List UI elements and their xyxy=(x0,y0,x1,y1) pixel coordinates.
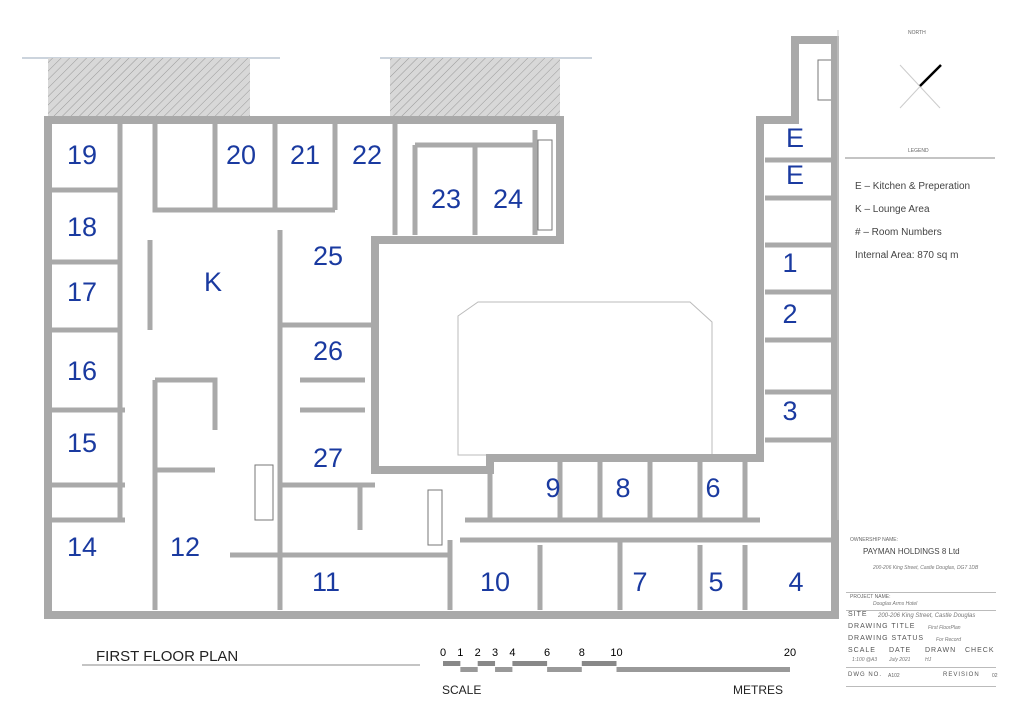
room-label-e: E xyxy=(786,160,804,190)
stair xyxy=(427,489,443,546)
room-label-21: 21 xyxy=(290,140,320,170)
room-label-e: E xyxy=(786,123,804,153)
revision-value: 02 xyxy=(992,673,998,679)
drawn-value: HJ xyxy=(925,657,932,663)
scale-tick-label: 4 xyxy=(509,647,515,659)
room-label-25: 25 xyxy=(313,241,343,271)
room-label-5: 5 xyxy=(708,567,723,597)
scale-segment xyxy=(616,667,790,672)
outer-walls xyxy=(44,36,839,619)
room-label-8: 8 xyxy=(615,473,630,503)
check-title: CHECK xyxy=(965,647,995,654)
room-label-15: 15 xyxy=(67,428,97,458)
room-label-19: 19 xyxy=(67,140,97,170)
scale-title: SCALE xyxy=(848,647,876,654)
hatched-area xyxy=(48,58,250,120)
scale-segment xyxy=(460,667,478,672)
room-label-2: 2 xyxy=(782,299,797,329)
legend-item: K – Lounge Area xyxy=(855,204,930,215)
room-label-1: 1 xyxy=(782,248,797,278)
scale-label: SCALE xyxy=(442,683,482,697)
site-label: SITE xyxy=(848,611,868,618)
date-title: DATE xyxy=(889,647,912,654)
legend-item: # – Room Numbers xyxy=(855,227,942,238)
hatched-area xyxy=(390,58,560,120)
scale-segment xyxy=(443,661,461,666)
drawn-title: DRAWN xyxy=(925,647,957,654)
room-label-k: K xyxy=(204,267,222,297)
scale-tick-label: 8 xyxy=(579,647,585,659)
room-label-18: 18 xyxy=(67,212,97,242)
scale-tick-label: 1 xyxy=(457,647,463,659)
scale-tick-label: 6 xyxy=(544,647,550,659)
plan-title: FIRST FLOOR PLAN xyxy=(96,648,239,665)
courtyard-outline xyxy=(457,301,713,456)
room-label-17: 17 xyxy=(67,277,97,307)
scale-tick-label: 2 xyxy=(475,647,481,659)
room-label-20: 20 xyxy=(226,140,256,170)
room-label-23: 23 xyxy=(431,184,461,214)
owner-address: 200-206 King Street, Castle Douglas, DG7… xyxy=(873,565,979,571)
scale-segment xyxy=(495,667,513,672)
scale-tick-label: 0 xyxy=(440,647,446,659)
room-label-16: 16 xyxy=(67,356,97,386)
stair xyxy=(537,139,553,231)
room-label-3: 3 xyxy=(782,396,797,426)
room-label-26: 26 xyxy=(313,336,343,366)
room-label-27: 27 xyxy=(313,443,343,473)
ownership-label: OWNERSHIP NAME: xyxy=(850,537,898,543)
drawing-status-label: DRAWING STATUS xyxy=(848,635,925,642)
north-label: NORTH xyxy=(908,30,926,36)
room-label-7: 7 xyxy=(632,567,647,597)
scale-tick-label: 10 xyxy=(610,647,622,659)
dwg-label: DWG NO. xyxy=(848,672,882,678)
project-label: PROJECT NAME: xyxy=(850,594,891,600)
room-label-9: 9 xyxy=(545,473,560,503)
scale-tick-label: 20 xyxy=(784,647,796,659)
scale-value: 1:100 @A3 xyxy=(852,657,878,663)
room-label-4: 4 xyxy=(788,567,803,597)
scale-segment xyxy=(512,661,548,666)
legend-title: LEGEND xyxy=(908,148,929,154)
metres-label: METRES xyxy=(733,683,784,697)
scale-segment xyxy=(547,667,582,672)
drawing-title-value: First FloorPlan xyxy=(928,625,961,631)
scale-tick-label: 3 xyxy=(492,647,498,659)
drawing-title-label: DRAWING TITLE xyxy=(848,623,916,630)
scale-segment xyxy=(477,661,496,666)
dwg-value: A102 xyxy=(888,673,900,679)
revision-label: REVISION xyxy=(943,672,980,678)
room-label-12: 12 xyxy=(170,532,200,562)
room-label-14: 14 xyxy=(67,532,97,562)
room-label-24: 24 xyxy=(493,184,523,214)
drawing-status-value: For Record xyxy=(936,637,962,643)
room-label-10: 10 xyxy=(480,567,510,597)
project-name: Douglas Arms Hotel xyxy=(873,601,918,607)
room-label-6: 6 xyxy=(705,473,720,503)
owner-name: PAYMAN HOLDINGS 8 Ltd xyxy=(863,547,960,556)
room-label-11: 11 xyxy=(312,567,340,597)
stair xyxy=(254,464,274,521)
site-value: 200-206 King Street, Castle Douglas xyxy=(878,613,976,619)
internal-area: Internal Area: 870 sq m xyxy=(855,250,959,261)
date-value: July 2021 xyxy=(889,657,911,663)
scale-segment xyxy=(581,661,617,666)
legend-item: E – Kitchen & Preperation xyxy=(855,181,971,192)
north-arrow-icon xyxy=(899,64,942,109)
interior-walls xyxy=(48,120,835,610)
room-label-22: 22 xyxy=(352,140,382,170)
